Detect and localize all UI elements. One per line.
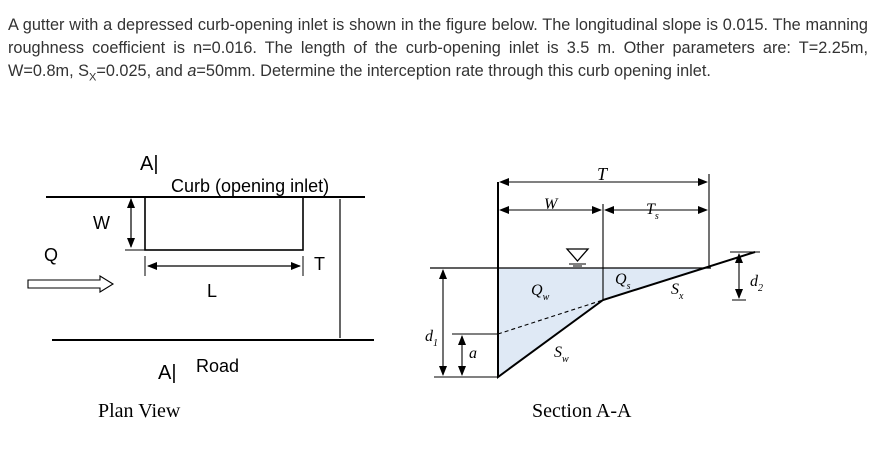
section-sw-label: Sw	[554, 344, 569, 365]
section-t-label: T	[597, 164, 609, 184]
water-body	[498, 268, 709, 377]
problem-text-2: =0.025, and	[96, 62, 188, 80]
problem-sub-x: X	[88, 71, 97, 84]
section-w-label: W	[544, 196, 559, 213]
plan-view-caption: Plan View	[98, 400, 181, 422]
inlet-opening-rect	[144, 196, 304, 251]
section-a-label: a	[469, 345, 477, 362]
w-label: W	[93, 213, 110, 233]
section-d2-label: d2	[750, 273, 763, 294]
problem-a-symbol: a	[187, 62, 197, 80]
section-ts-label: Ts	[646, 201, 659, 222]
section-qw-label: Qw	[531, 282, 550, 303]
water-surface-triangle-icon	[565, 248, 590, 262]
curb-label: Curb (opening inlet)	[171, 176, 329, 196]
problem-text-1: A gutter with a depressed curb-opening i…	[8, 16, 868, 80]
section-qs-label: Qs	[615, 271, 631, 292]
t-label: T	[314, 254, 325, 274]
l-label: L	[207, 281, 217, 301]
section-sx-label: Sx	[671, 281, 684, 302]
section-mark-bottom: A|	[158, 362, 177, 384]
dashed-depression-line	[497, 299, 604, 335]
problem-text-3: =50mm. Determine the interception rate t…	[196, 62, 711, 80]
problem-statement: A gutter with a depressed curb-opening i…	[8, 14, 868, 89]
flow-arrow-icon	[27, 275, 115, 293]
section-mark-top: A|	[140, 153, 159, 175]
road-label: Road	[196, 356, 239, 376]
section-d1-label: d1	[425, 328, 438, 349]
q-label: Q	[44, 245, 58, 265]
plan-view	[27, 196, 374, 341]
section-view	[430, 174, 760, 379]
gutter-profile-line	[497, 182, 756, 379]
section-caption: Section A-A	[532, 400, 632, 422]
